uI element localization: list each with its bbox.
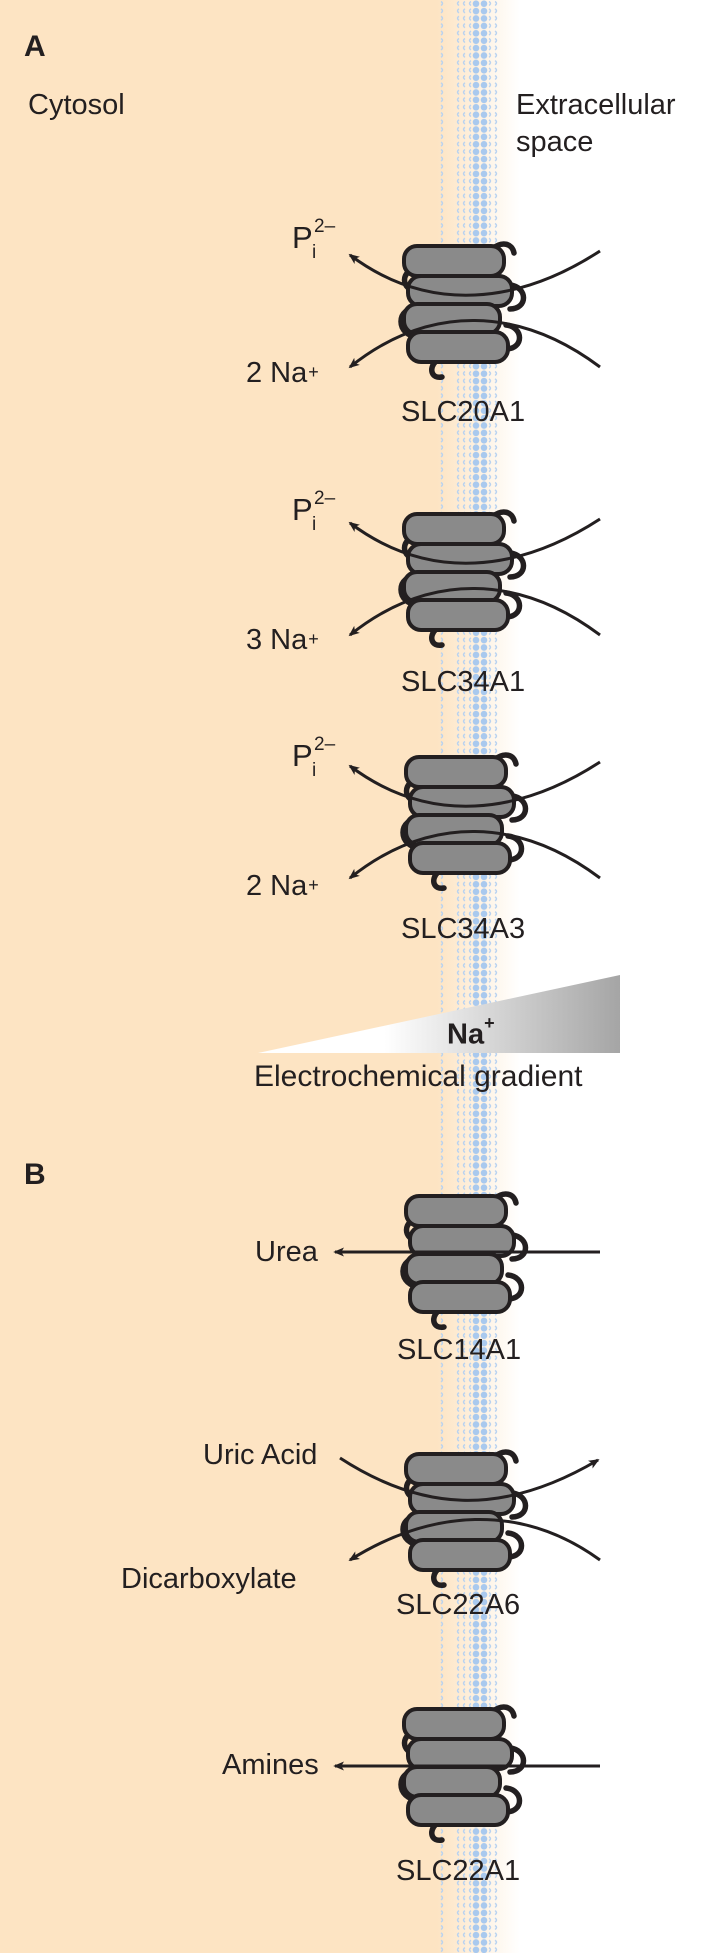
sodium-label: 2 Na+ <box>246 357 319 389</box>
helix <box>402 244 506 278</box>
transporter-slc14a1 <box>400 1191 529 1330</box>
transporter-name-slc34a3: SLC34A3 <box>401 913 526 945</box>
substrate-label-amines: Amines <box>222 1749 319 1781</box>
pi-label: P i 2– <box>292 488 336 535</box>
helix <box>404 1452 508 1486</box>
substrate-label-dicarboxylate: Dicarboxylate <box>121 1563 297 1595</box>
helix <box>408 1538 512 1572</box>
transporter-name-slc22a6: SLC22A6 <box>396 1589 521 1621</box>
helix <box>402 1765 502 1799</box>
panel-label-b: B <box>24 1158 46 1191</box>
transporter-name-slc34a1: SLC34A1 <box>401 666 526 698</box>
transporter-slc22a1 <box>398 1704 527 1843</box>
sodium-arrow <box>348 587 601 637</box>
sodium-label: 2 Na+ <box>246 870 319 902</box>
phosphate-arrow <box>348 760 601 808</box>
helix <box>408 1280 512 1314</box>
phosphate-arrow <box>348 249 601 297</box>
helix <box>404 1194 508 1228</box>
cytosol-label: Cytosol <box>28 89 125 121</box>
transporter-name-slc20a1: SLC20A1 <box>401 396 526 428</box>
transporter-name-slc22a1: SLC22A1 <box>396 1855 521 1887</box>
panel-label-a: A <box>24 30 46 63</box>
substrate-label-uric-acid: Uric Acid <box>203 1439 318 1471</box>
transporter-slc34a1 <box>398 509 527 648</box>
na-gradient-wedge <box>258 975 620 1053</box>
dicarboxylate-arrow <box>348 1517 601 1562</box>
helix <box>406 330 510 364</box>
sodium-arrow <box>348 830 601 880</box>
extracellular-label: Extracellular space <box>516 89 676 158</box>
helix <box>406 598 510 632</box>
substrate-label-urea: Urea <box>255 1236 318 1268</box>
gradient-title: Electrochemical gradient <box>254 1060 583 1093</box>
transporter-slc22a6 <box>400 1449 529 1588</box>
transporter-name-slc14a1: SLC14A1 <box>397 1334 522 1366</box>
helix <box>408 841 512 875</box>
helix <box>404 1252 504 1286</box>
phosphate-arrow <box>348 517 601 565</box>
sodium-label: 3 Na+ <box>246 624 319 656</box>
pi-label: P i 2– <box>292 734 336 781</box>
gradient-ion-label: Na+ <box>447 1013 495 1051</box>
pi-label: P i 2– <box>292 216 336 263</box>
helix <box>402 512 506 546</box>
helix <box>404 755 508 789</box>
transporter-slc20a1 <box>398 241 527 380</box>
helix <box>406 1793 510 1827</box>
sodium-arrow <box>348 319 601 369</box>
uric-acid-arrow <box>339 1456 600 1502</box>
helix <box>402 1707 506 1741</box>
